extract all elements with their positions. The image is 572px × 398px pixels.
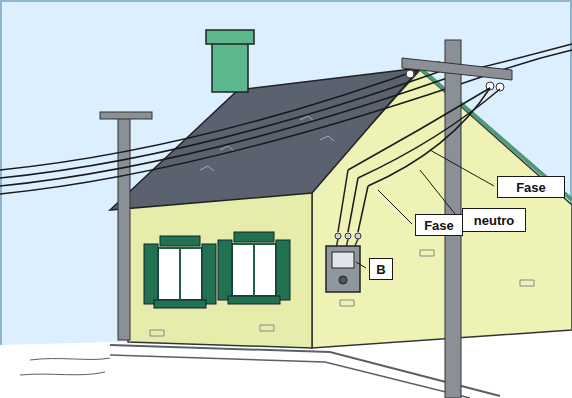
label-text: Fase bbox=[424, 219, 454, 232]
label-text: neutro bbox=[474, 214, 514, 227]
roof-rake bbox=[420, 68, 572, 200]
label-box: Fase bbox=[497, 176, 565, 198]
bricks bbox=[150, 250, 534, 336]
roof bbox=[110, 68, 420, 210]
street-marks bbox=[20, 358, 110, 375]
label-text: B bbox=[376, 263, 385, 276]
left-crossarm bbox=[100, 112, 152, 119]
window bbox=[144, 236, 216, 308]
street-wires bbox=[0, 44, 572, 194]
right-crossarm bbox=[402, 58, 512, 80]
chimney bbox=[212, 40, 248, 92]
label-text: Fase bbox=[516, 181, 546, 194]
service-wires bbox=[348, 88, 500, 186]
roof-texture bbox=[200, 116, 334, 171]
meter-wires bbox=[338, 170, 368, 232]
label-box: B bbox=[369, 258, 393, 280]
curb-line bbox=[110, 355, 470, 398]
curb-line bbox=[110, 345, 500, 396]
meter-box bbox=[326, 233, 361, 292]
label-box: neutro bbox=[462, 208, 526, 232]
label-box: Fase bbox=[415, 214, 463, 236]
front-wall bbox=[128, 190, 312, 348]
chimney-cap bbox=[206, 30, 254, 44]
insulator bbox=[406, 70, 414, 78]
window bbox=[218, 232, 290, 304]
